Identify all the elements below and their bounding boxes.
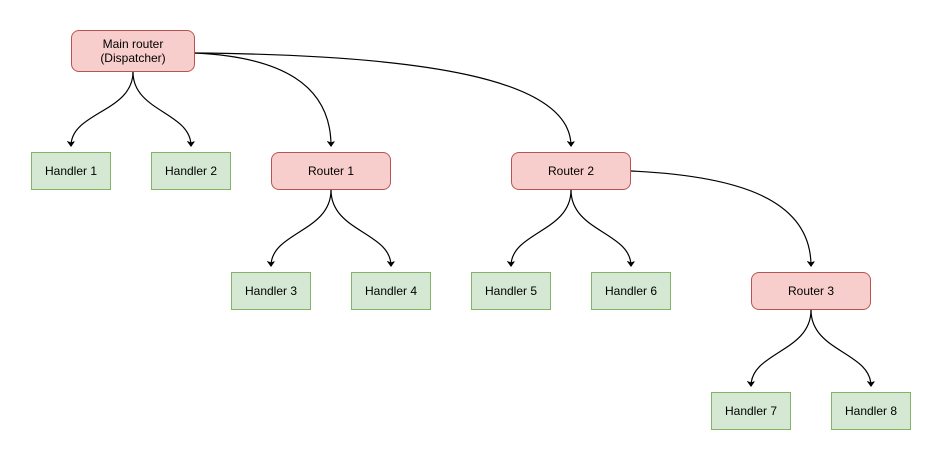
node-label-handler-7: Handler 7 (724, 404, 778, 418)
edge-router-1-to-handler-4 (330, 189, 391, 266)
edge-router-1-to-handler-3 (271, 189, 332, 266)
edge-router-3-to-handler-8 (810, 309, 871, 386)
edge-router-3-to-handler-7 (751, 309, 812, 386)
edge-router-2-to-handler-6 (570, 189, 631, 266)
node-label-handler-2: Handler 2 (164, 164, 218, 178)
node-handler-1[interactable]: Handler 1 (31, 152, 111, 190)
node-handler-2[interactable]: Handler 2 (151, 152, 231, 190)
node-label-handler-4: Handler 4 (364, 284, 418, 298)
node-label-handler-1: Handler 1 (44, 164, 98, 178)
node-main-router[interactable]: Main router (Dispatcher) (71, 30, 195, 72)
edge-main-to-handler-1 (71, 71, 134, 146)
node-router-1[interactable]: Router 1 (271, 152, 391, 190)
node-handler-8[interactable]: Handler 8 (831, 392, 911, 430)
node-handler-5[interactable]: Handler 5 (471, 272, 551, 310)
node-handler-6[interactable]: Handler 6 (591, 272, 671, 310)
edge-main-to-handler-2 (132, 71, 191, 146)
node-label-handler-6: Handler 6 (604, 284, 658, 298)
node-handler-4[interactable]: Handler 4 (351, 272, 431, 310)
edge-main-to-router-2 (194, 52, 571, 146)
node-label-router-3: Router 3 (787, 284, 835, 298)
edge-router-2-to-router-3 (630, 170, 811, 266)
node-label-handler-3: Handler 3 (244, 284, 298, 298)
node-handler-7[interactable]: Handler 7 (711, 392, 791, 430)
node-label-handler-8: Handler 8 (844, 404, 898, 418)
node-handler-3[interactable]: Handler 3 (231, 272, 311, 310)
edge-router-2-to-handler-5 (511, 189, 572, 266)
node-router-3[interactable]: Router 3 (751, 272, 871, 310)
edge-main-to-router-1 (194, 52, 331, 146)
node-label-router-2: Router 2 (547, 164, 595, 178)
node-router-2[interactable]: Router 2 (511, 152, 631, 190)
node-label-router-1: Router 1 (307, 164, 355, 178)
node-label-handler-5: Handler 5 (484, 284, 538, 298)
node-label-main-router: Main router (Dispatcher) (100, 37, 166, 65)
